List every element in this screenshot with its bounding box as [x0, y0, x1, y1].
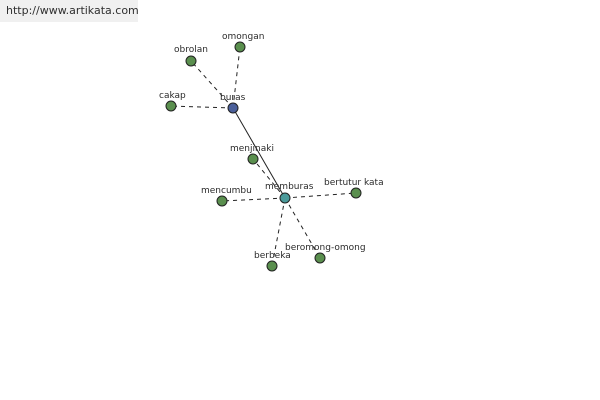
node-berbeka[interactable] [266, 260, 278, 272]
node-cakap[interactable] [165, 100, 177, 112]
node-bertutur-kata[interactable] [350, 187, 362, 199]
node-label-obrolan: obrolan [174, 45, 208, 55]
edge-buras-omongan [232, 46, 241, 109]
node-label-cakap: cakap [159, 91, 186, 101]
edge-buras-cakap [170, 105, 234, 109]
watermark-url: http://www.artikata.com [0, 0, 139, 22]
node-beromong-omong[interactable] [314, 252, 326, 264]
edge-memburas-menjinaki [252, 158, 286, 199]
node-label-memburas: memburas [265, 182, 314, 192]
node-memburas[interactable] [279, 192, 291, 204]
node-label-mencumbu: mencumbu [201, 186, 252, 196]
edge-memburas-berbeka [271, 197, 286, 267]
node-mencumbu[interactable] [216, 195, 228, 207]
node-omongan[interactable] [234, 41, 246, 53]
node-label-berbeka: berbeka [254, 251, 291, 261]
node-buras[interactable] [227, 102, 239, 114]
labels-layer: buras memburas obrolan omongan cakap menjinak… [159, 32, 384, 261]
edges-layer [170, 46, 357, 267]
node-label-bertutur-kata: bertutur kata [324, 178, 384, 188]
node-label-buras: buras [220, 93, 246, 103]
edge-memburas-mencumbu [221, 197, 286, 202]
node-label-omongan: omongan [222, 32, 264, 42]
node-label-menjinaki: menjinaki [230, 144, 274, 154]
node-label-beromong-omong: beromong-omong [285, 243, 366, 253]
node-menjinaki[interactable] [247, 153, 259, 165]
edge-buras-memburas [232, 107, 286, 199]
nodes-layer [165, 41, 362, 272]
edge-memburas-beromong-omong [284, 197, 321, 259]
edge-memburas-bertutur-kata [284, 192, 357, 199]
edge-buras-obrolan [190, 60, 234, 109]
node-obrolan[interactable] [185, 55, 197, 67]
